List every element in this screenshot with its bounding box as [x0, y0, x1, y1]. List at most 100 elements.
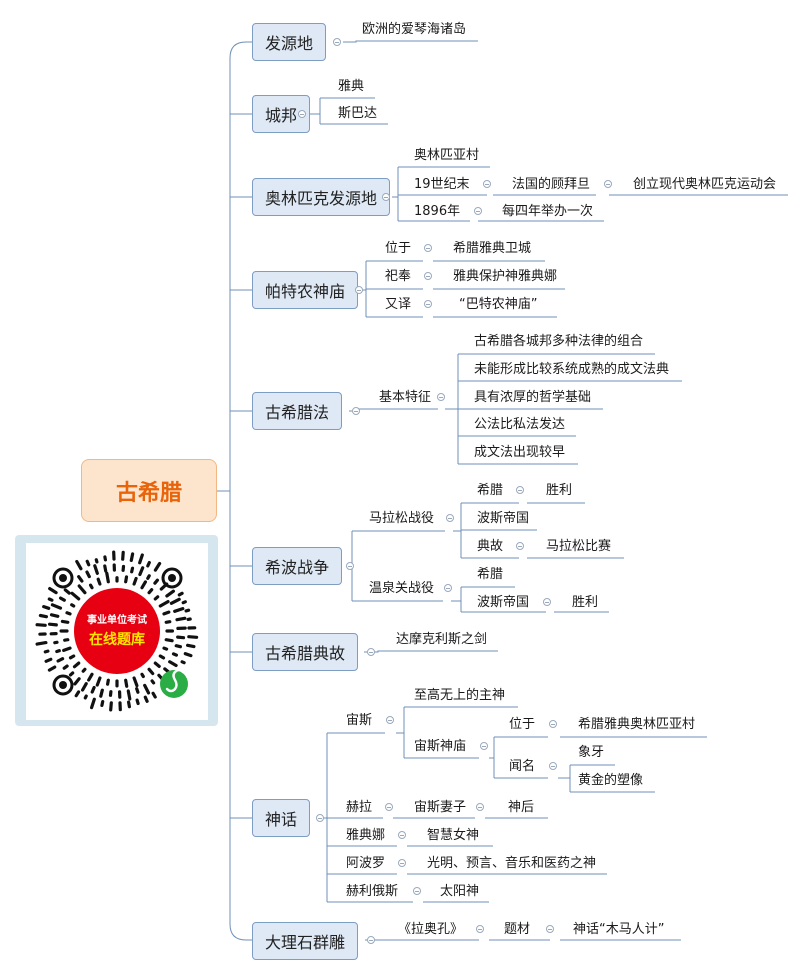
leaf-feature[interactable]: 古希腊各城邦多种法律的组合 [474, 334, 644, 349]
leaf-zeus-wife[interactable]: 宙斯妻子 [414, 800, 467, 815]
collapse-toggle-icon[interactable] [355, 286, 363, 294]
qr-center-disc [74, 588, 160, 674]
leaf-apollo-description[interactable]: 光明、预言、音乐和医药之神 [427, 856, 597, 871]
leaf-alias-value[interactable]: “巴特农神庙” [459, 297, 538, 312]
collapse-toggle-icon[interactable] [476, 925, 484, 933]
leaf-theme-key[interactable]: 题材 [504, 922, 531, 937]
collapse-toggle-icon[interactable] [382, 193, 390, 201]
branch-allusion[interactable]: 古希腊典故 [252, 633, 359, 671]
collapse-toggle-icon[interactable] [543, 598, 551, 606]
leaf-victory[interactable]: 胜利 [572, 595, 599, 610]
branch-sculpture[interactable]: 大理石群雕 [252, 922, 359, 960]
branch-label: 奥林匹克发源地 [265, 189, 378, 208]
collapse-toggle-icon[interactable] [398, 831, 406, 839]
branch-myth[interactable]: 神话 [252, 799, 311, 837]
collapse-toggle-icon[interactable] [298, 110, 306, 118]
leaf-marathon-race[interactable]: 马拉松比赛 [546, 539, 612, 554]
leaf-greece[interactable]: 希腊 [477, 483, 504, 498]
collapse-toggle-icon[interactable] [446, 514, 454, 522]
leaf-victory[interactable]: 胜利 [546, 483, 573, 498]
collapse-toggle-icon[interactable] [444, 584, 452, 592]
collapse-toggle-icon[interactable] [386, 716, 394, 724]
leaf-acropolis[interactable]: 希腊雅典卫城 [453, 241, 532, 256]
qr-ad-line2: 在线题库 [89, 631, 145, 648]
collapse-toggle-icon[interactable] [604, 180, 612, 188]
collapse-toggle-icon[interactable] [316, 814, 324, 822]
collapse-toggle-icon[interactable] [424, 272, 432, 280]
leaf-zeus[interactable]: 宙斯 [346, 713, 373, 728]
leaf-feature[interactable]: 具有浓厚的哲学基础 [474, 390, 592, 405]
leaf-damocles-sword[interactable]: 达摩克利斯之剑 [396, 632, 488, 647]
leaf-persia[interactable]: 波斯帝国 [477, 595, 530, 610]
leaf-alias-key[interactable]: 又译 [385, 297, 412, 312]
leaf-allusion-key[interactable]: 典故 [477, 539, 504, 554]
leaf-late-19th-century[interactable]: 19世纪末 [414, 177, 470, 192]
leaf-trojan-horse[interactable]: 神话“木马人计” [573, 922, 665, 937]
branch-label: 大理石群雕 [265, 933, 346, 952]
leaf-coubertin[interactable]: 法国的顾拜旦 [512, 177, 591, 192]
collapse-toggle-icon[interactable] [516, 486, 524, 494]
leaf-persia[interactable]: 波斯帝国 [477, 511, 530, 526]
branch-origin[interactable]: 发源地 [252, 23, 327, 61]
leaf-sun-god[interactable]: 太阳神 [440, 884, 480, 899]
leaf-olympia[interactable]: 奥林匹亚村 [414, 148, 480, 163]
leaf-wisdom-goddess[interactable]: 智慧女神 [427, 828, 480, 843]
collapse-toggle-icon[interactable] [352, 407, 360, 415]
leaf-hera[interactable]: 赫拉 [346, 800, 373, 815]
leaf-every-four-years[interactable]: 每四年举办一次 [502, 204, 594, 219]
root-topic[interactable]: 古希腊 [81, 459, 217, 522]
collapse-toggle-icon[interactable] [437, 393, 445, 401]
leaf-zeus-temple[interactable]: 宙斯神庙 [414, 739, 467, 754]
mini-program-qr-code[interactable]: 事业单位考试 在线题库 [26, 543, 208, 720]
collapse-toggle-icon[interactable] [398, 859, 406, 867]
collapse-toggle-icon[interactable] [424, 300, 432, 308]
leaf-apollo[interactable]: 阿波罗 [346, 856, 386, 871]
collapse-toggle-icon[interactable] [549, 720, 557, 728]
leaf-sparta[interactable]: 斯巴达 [338, 106, 378, 121]
leaf-laocoon[interactable]: 《拉奥孔》 [398, 922, 464, 937]
leaf-basic-features[interactable]: 基本特征 [379, 390, 432, 405]
branch-war[interactable]: 希波战争 [252, 547, 343, 585]
leaf-founded-modern-olympics[interactable]: 创立现代奥林匹克运动会 [633, 177, 777, 192]
leaf-aegean[interactable]: 欧洲的爱琴海诸岛 [362, 22, 467, 37]
collapse-toggle-icon[interactable] [346, 562, 354, 570]
collapse-toggle-icon[interactable] [424, 244, 432, 252]
collapse-toggle-icon[interactable] [474, 207, 482, 215]
collapse-toggle-icon[interactable] [367, 936, 375, 944]
leaf-athens[interactable]: 雅典 [338, 79, 365, 94]
leaf-queen-of-gods[interactable]: 神后 [508, 800, 535, 815]
collapse-toggle-icon[interactable] [367, 648, 375, 656]
collapse-toggle-icon[interactable] [385, 803, 393, 811]
leaf-feature[interactable]: 成文法出现较早 [474, 445, 566, 460]
branch-parthenon[interactable]: 帕特农神庙 [252, 271, 359, 309]
leaf-thermopylae[interactable]: 温泉关战役 [369, 581, 435, 596]
leaf-gold-statue[interactable]: 黄金的塑像 [578, 773, 644, 788]
leaf-greece[interactable]: 希腊 [477, 567, 504, 582]
leaf-year-1896[interactable]: 1896年 [414, 204, 461, 219]
leaf-olympia-location[interactable]: 希腊雅典奥林匹亚村 [578, 717, 696, 732]
leaf-feature[interactable]: 公法比私法发达 [474, 417, 566, 432]
leaf-marathon-battle[interactable]: 马拉松战役 [369, 511, 435, 526]
collapse-toggle-icon[interactable] [333, 38, 341, 46]
collapse-toggle-icon[interactable] [549, 762, 557, 770]
collapse-toggle-icon[interactable] [413, 887, 421, 895]
leaf-supreme-god[interactable]: 至高无上的主神 [414, 688, 506, 703]
leaf-location-key[interactable]: 位于 [385, 241, 412, 256]
leaf-athena-guardian[interactable]: 雅典保护神雅典娜 [453, 269, 558, 284]
leaf-athena[interactable]: 雅典娜 [346, 828, 386, 843]
branch-olympics[interactable]: 奥林匹克发源地 [252, 178, 391, 216]
leaf-feature[interactable]: 未能形成比较系统成熟的成文法典 [474, 362, 670, 377]
branch-law[interactable]: 古希腊法 [252, 392, 343, 430]
collapse-toggle-icon[interactable] [476, 803, 484, 811]
leaf-famous-key[interactable]: 闻名 [509, 759, 536, 774]
collapse-toggle-icon[interactable] [516, 542, 524, 550]
leaf-location-key[interactable]: 位于 [509, 717, 536, 732]
branch-label: 城邦 [265, 106, 298, 125]
root-label: 古希腊 [115, 480, 182, 506]
leaf-helios[interactable]: 赫利俄斯 [346, 884, 399, 899]
leaf-ivory[interactable]: 象牙 [578, 745, 605, 760]
collapse-toggle-icon[interactable] [483, 180, 491, 188]
collapse-toggle-icon[interactable] [480, 742, 488, 750]
collapse-toggle-icon[interactable] [546, 925, 554, 933]
leaf-worship-key[interactable]: 祀奉 [385, 269, 412, 284]
